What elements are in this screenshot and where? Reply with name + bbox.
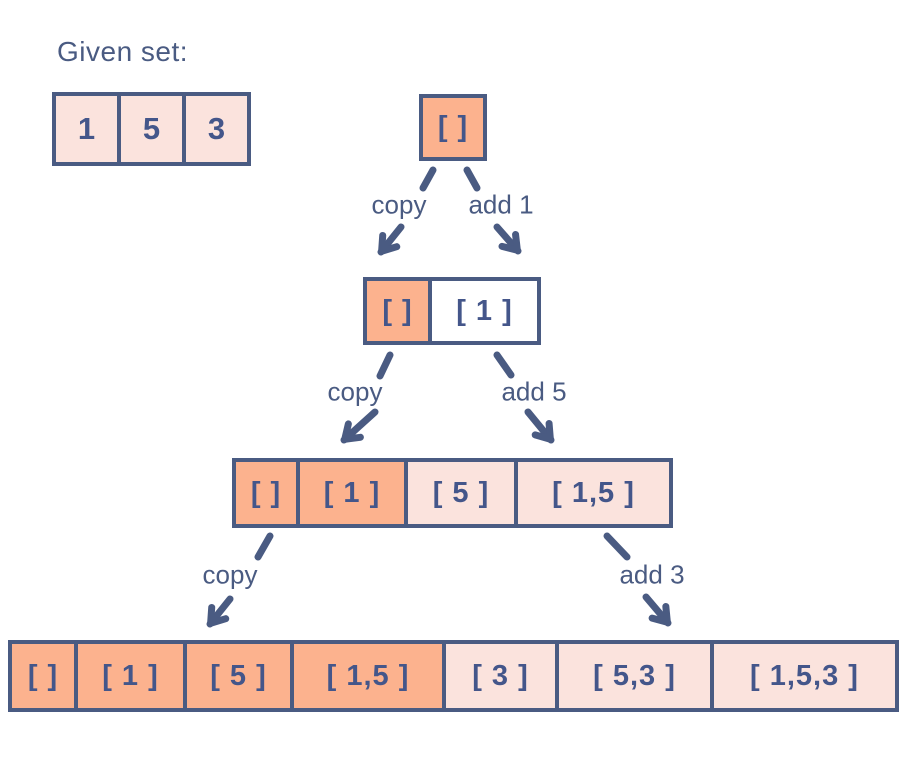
subset-cell: [ 3 ] bbox=[442, 640, 559, 712]
edge-label-add-5: add 5 bbox=[501, 376, 567, 407]
edge-label-copy: copy bbox=[327, 376, 383, 407]
tree-level-2: [ ] [ 1 ] [ 5 ] [ 1,5 ] bbox=[232, 458, 673, 528]
subset-cell: [ ] bbox=[363, 277, 432, 345]
subset-cell: [ 5,3 ] bbox=[555, 640, 714, 712]
subset-cell: [ 5 ] bbox=[404, 458, 518, 528]
given-set-cell: 3 bbox=[182, 92, 251, 166]
subset-cell: [ 1,5 ] bbox=[514, 458, 673, 528]
subset-cell: [ ] bbox=[232, 458, 300, 528]
subset-cell: [ 1 ] bbox=[74, 640, 187, 712]
subset-cell: [ ] bbox=[419, 94, 487, 161]
edge-label-add-3: add 3 bbox=[619, 559, 685, 590]
subset-cell: [ 1,5,3 ] bbox=[710, 640, 899, 712]
given-set-array: 1 5 3 bbox=[52, 92, 251, 166]
given-set-cell: 5 bbox=[117, 92, 186, 166]
subset-cell: [ 5 ] bbox=[183, 640, 294, 712]
given-set-cell: 1 bbox=[52, 92, 121, 166]
subset-cell: [ ] bbox=[8, 640, 78, 712]
tree-level-1: [ ] [ 1 ] bbox=[363, 277, 541, 345]
subset-cell: [ 1 ] bbox=[428, 277, 541, 345]
given-set-heading: Given set: bbox=[57, 36, 189, 67]
tree-level-0: [ ] bbox=[419, 94, 487, 161]
edge-label-copy: copy bbox=[202, 559, 258, 590]
tree-level-3: [ ] [ 1 ] [ 5 ] [ 1,5 ] [ 3 ] [ 5,3 ] [ … bbox=[8, 640, 899, 712]
edge-label-add-1: add 1 bbox=[468, 189, 534, 220]
level3-edge-strokes bbox=[206, 532, 672, 628]
subset-cell: [ 1,5 ] bbox=[290, 640, 446, 712]
edge-label-copy: copy bbox=[371, 189, 427, 220]
subset-cell: [ 1 ] bbox=[296, 458, 408, 528]
